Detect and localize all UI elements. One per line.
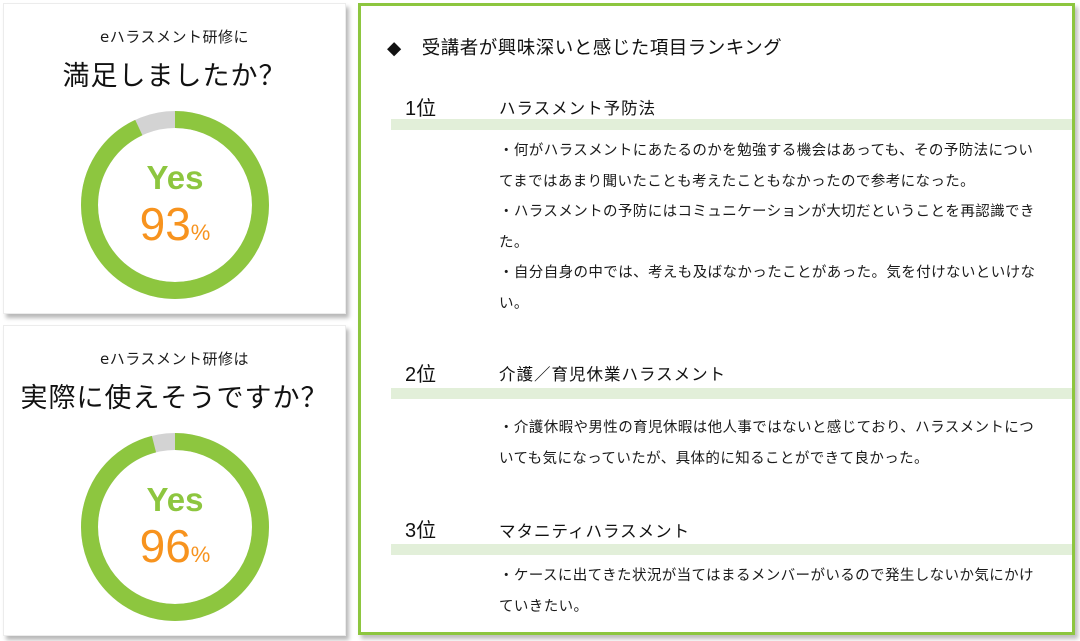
rank-divider-bar (391, 119, 1072, 130)
satisfaction-question: 満足しましたか？ (62, 61, 287, 92)
rank-divider-bar (391, 544, 1072, 555)
comment: ・ケースに出てきた状況が当てはまるメンバーがいるので発生しないか気にかけていきた… (499, 568, 1034, 615)
usefulness-donut-chart: Yes 96% (81, 433, 269, 621)
ranking-title: ◆ 受講者が興味深いと感じた項目ランキング (387, 34, 782, 60)
satisfaction-value: 93 (139, 198, 191, 250)
satisfaction-donut-chart: Yes 93% (81, 111, 269, 299)
rank-topic: 介護／育児休業ハラスメント (499, 365, 727, 384)
percent-unit: % (190, 220, 211, 245)
percent-unit: % (190, 542, 211, 567)
comment: ・介護休暇や男性の育児休暇は他人事ではないと感じており、ハラスメントについても気… (499, 420, 1035, 467)
rank-topic: マタニティハラスメント (499, 522, 691, 541)
usefulness-subtitle: eハラスメント研修は (100, 350, 249, 368)
diamond-bullet-icon: ◆ (387, 38, 402, 59)
donut-ring-icon (81, 111, 269, 299)
ranking-panel: ◆ 受講者が興味深いと感じた項目ランキング 1位 ハラスメント予防法 ・何がハラス… (358, 3, 1075, 635)
usefulness-card: eハラスメント研修は 実際に使えそうですか？ Yes 96% (3, 325, 346, 636)
rank-comments: ・介護休暇や男性の育児休暇は他人事ではないと感じており、ハラスメントについても気… (499, 413, 1044, 474)
usefulness-value: 96 (139, 520, 191, 572)
comment: ・何がハラスメントにあたるのかを勉強する機会はあっても、その予防法についてまでは… (499, 143, 1034, 190)
rank-number: 3位 (405, 520, 437, 542)
rank-comments: ・何がハラスメントにあたるのかを勉強する機会はあっても、その予防法についてまでは… (499, 136, 1044, 319)
satisfaction-percent: 93% (81, 197, 269, 251)
rank-topic: ハラスメント予防法 (499, 99, 657, 118)
rank-divider-bar (391, 388, 1072, 399)
satisfaction-subtitle: eハラスメント研修に (100, 28, 249, 46)
usefulness-question: 実際に使えそうですか？ (20, 383, 329, 414)
rank-number: 1位 (405, 98, 437, 120)
rank-comments: ・ケースに出てきた状況が当てはまるメンバーがいるので発生しないか気にかけていきた… (499, 561, 1044, 622)
comment: ・ハラスメントの予防にはコミュニケーションが大切だということを再認識できた。 (499, 204, 1035, 251)
usefulness-percent: 96% (81, 519, 269, 573)
usefulness-label: Yes (146, 481, 204, 518)
donut-ring-icon (81, 433, 269, 621)
ranking-title-text: 受講者が興味深いと感じた項目ランキング (421, 38, 783, 59)
satisfaction-card: eハラスメント研修に 満足しましたか？ Yes 93% (3, 3, 346, 314)
rank-number: 2位 (405, 364, 437, 386)
comment: ・自分自身の中では、考えも及ばなかったことがあった。気を付けないといけない。 (499, 265, 1036, 312)
satisfaction-label: Yes (146, 159, 204, 196)
